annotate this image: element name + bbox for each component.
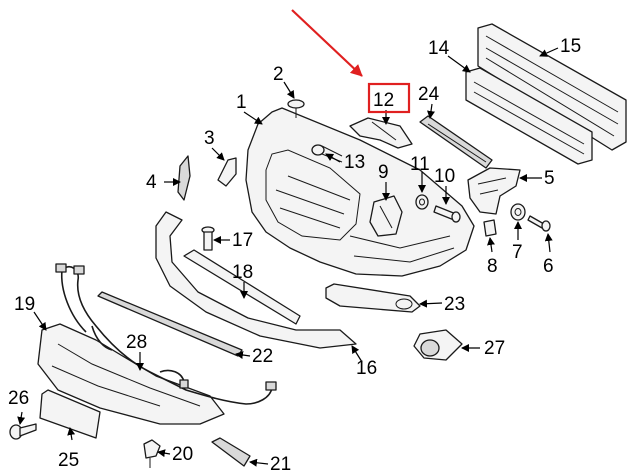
callout-labels: 1 2 3 4 5 6 7 8 9 10 11 12 13 14 15 16 1… [8, 36, 581, 474]
part-washer-11 [415, 194, 429, 210]
callout-23: 23 [444, 294, 465, 315]
part-lower-lip-16 [155, 211, 357, 349]
part-wiring-harness-28 [55, 263, 277, 405]
part-bracket-9 [369, 195, 403, 237]
part-bolt-10 [433, 205, 461, 223]
callout-16: 16 [356, 358, 377, 379]
part-sensor-27 [413, 329, 463, 361]
callout-9: 9 [378, 162, 389, 183]
part-retainer-2 [287, 99, 305, 118]
callout-13: 13 [344, 152, 365, 173]
callout-21: 21 [270, 454, 291, 474]
highlight-arrow [291, 9, 363, 77]
callout-18: 18 [232, 262, 253, 283]
part-trim-strip-22 [97, 291, 243, 357]
part-reinforcement-beam [477, 23, 627, 151]
callout-25: 25 [58, 450, 79, 471]
callout-24: 24 [418, 84, 440, 105]
callout-3: 3 [204, 128, 215, 149]
part-clip-20 [143, 439, 161, 468]
part-bezel-23 [325, 283, 421, 313]
part-plate-bracket-25 [39, 389, 101, 439]
part-cover-3 [217, 157, 237, 187]
part-bumper-cover [245, 107, 475, 277]
callout-5: 5 [544, 168, 555, 189]
callout-10: 10 [434, 166, 455, 187]
callout-15: 15 [560, 36, 581, 57]
part-energy-absorber [465, 67, 593, 165]
callout-14: 14 [428, 38, 450, 59]
part-bracket-12 [349, 117, 413, 149]
callout-6: 6 [543, 256, 554, 277]
callout-12: 12 [373, 90, 394, 111]
leader-lines [17, 47, 559, 467]
part-screw-26 [9, 423, 37, 440]
callout-2: 2 [273, 64, 284, 85]
part-grommet-7 [510, 203, 526, 221]
callout-17: 17 [232, 230, 253, 251]
part-trim-21 [211, 437, 251, 467]
callout-27: 27 [484, 338, 505, 359]
part-bolt-17 [201, 226, 215, 251]
callout-1: 1 [236, 92, 247, 113]
part-grille-insert [419, 115, 493, 169]
callout-22: 22 [252, 346, 273, 367]
part-splash-shield-19 [37, 323, 225, 425]
part-trim-4 [177, 155, 191, 201]
callout-28: 28 [126, 332, 147, 353]
callout-20: 20 [172, 444, 193, 465]
callout-4: 4 [146, 172, 157, 193]
callout-19: 19 [14, 294, 35, 315]
callout-8: 8 [487, 256, 498, 277]
highlight-box [367, 82, 411, 114]
part-side-bracket-5 [467, 167, 521, 215]
part-molding-18 [183, 249, 301, 325]
callout-11: 11 [410, 154, 430, 175]
part-bolt-6 [527, 215, 551, 232]
part-clip-8 [483, 219, 497, 237]
callout-7: 7 [512, 242, 523, 263]
callout-26: 26 [8, 388, 29, 409]
